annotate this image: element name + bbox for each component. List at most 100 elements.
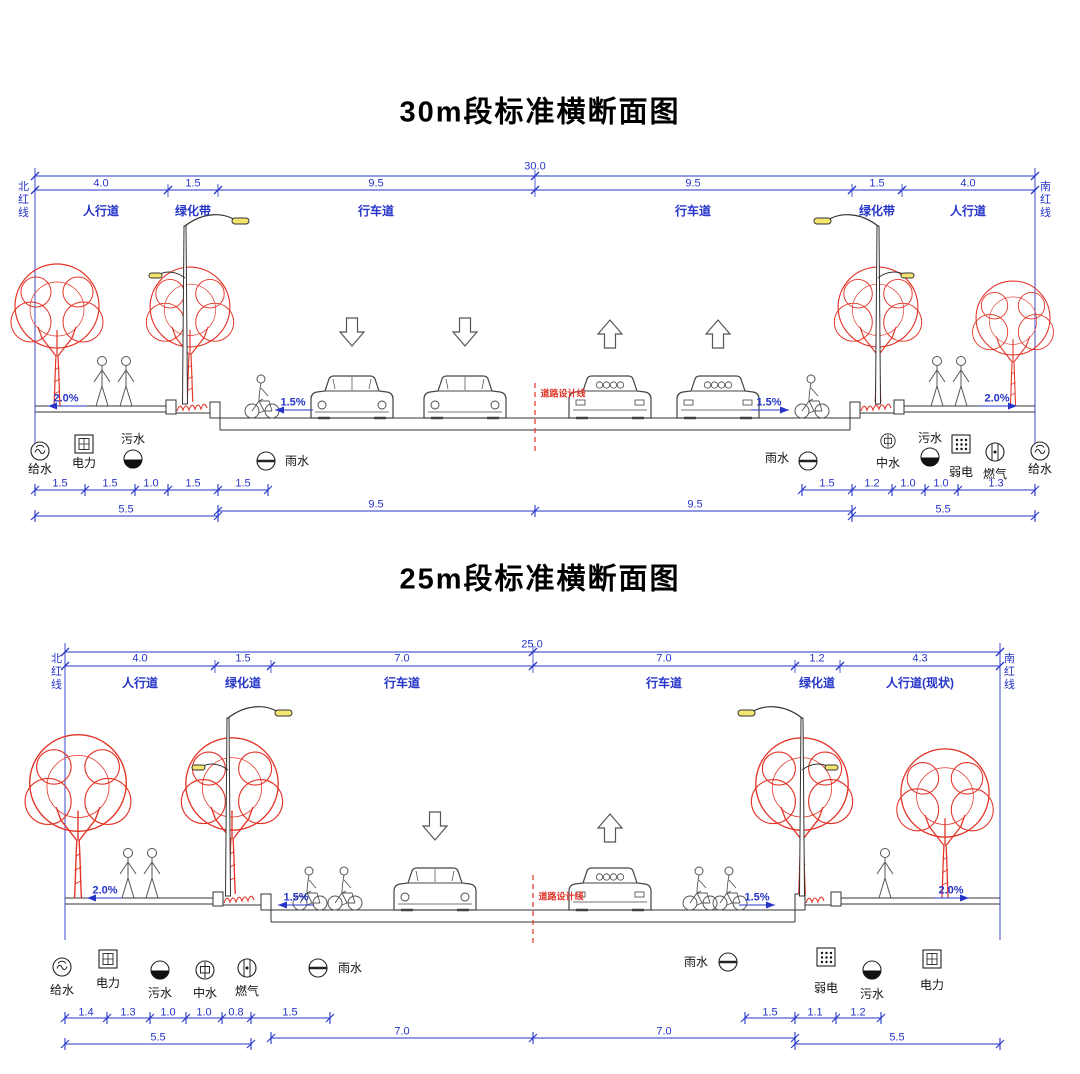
trees-25	[24, 734, 994, 899]
curb-stone	[830, 891, 842, 907]
segment-dim: 9.5	[368, 177, 384, 190]
sum-dim: 5.5	[118, 503, 134, 516]
section-title-25m: 25m段标准横断面图	[399, 563, 681, 596]
slope-label: 1.5%	[756, 396, 782, 409]
north-red-line-label: 北红线	[49, 652, 62, 692]
pedestrian-icon	[117, 356, 135, 407]
carriageway-dim: 7.0	[656, 1025, 672, 1038]
street-lamp-icon	[191, 706, 293, 897]
pedestrian-icon	[876, 848, 894, 899]
offset-dim: 1.0	[933, 477, 949, 490]
segment-dim: 7.0	[656, 652, 672, 665]
total-width-dim: 25.0	[521, 638, 543, 651]
figures-30	[93, 356, 970, 419]
gas-icon	[237, 958, 257, 978]
water-supply-icon	[1030, 441, 1050, 461]
planting-and-centerline-25	[24, 734, 994, 945]
sewage-icon	[862, 960, 882, 981]
sidewalk-left-25	[65, 897, 214, 905]
storm-water-icon	[797, 450, 819, 472]
offset-dim: 1.3	[988, 477, 1004, 490]
segment-dim: 1.2	[809, 652, 825, 665]
offset-dim: 1.5	[52, 477, 68, 490]
utility-label-water: 给水	[27, 462, 53, 476]
segment-label: 绿化道	[224, 676, 262, 690]
curb-stone	[260, 893, 272, 911]
offset-dim: 1.5	[102, 477, 118, 490]
offset-dim: 1.2	[850, 1006, 866, 1019]
offset-dim: 1.5	[819, 477, 835, 490]
cyclist-icon	[244, 374, 280, 419]
segment-dim: 1.5	[235, 652, 251, 665]
utility-label-weak-current: 弱电	[948, 465, 974, 479]
segment-dim: 4.0	[960, 177, 976, 190]
storm-water-icon	[307, 957, 329, 979]
segment-label: 人行道	[121, 676, 159, 690]
sewage-icon	[920, 447, 940, 468]
arrow-down-icon	[422, 811, 448, 841]
utility-label-weak-current: 弱电	[813, 981, 839, 995]
planting-and-centerline-30	[10, 263, 1055, 452]
water-supply-icon	[30, 441, 50, 461]
pedestrian-icon	[952, 356, 970, 407]
offset-dim: 1.3	[120, 1006, 136, 1019]
utility-label-sewage: 污水	[147, 986, 173, 1000]
shrubs-icon	[176, 403, 208, 412]
carriageway-dim: 7.0	[394, 1025, 410, 1038]
sum-dim: 5.5	[889, 1031, 905, 1044]
pedestrian-icon	[93, 356, 111, 407]
curb-stone	[212, 891, 224, 907]
shrubs-icon	[860, 403, 892, 412]
segment-label: 人行道	[949, 204, 987, 218]
offset-dim: 1.0	[160, 1006, 176, 1019]
storm-water-icon	[255, 450, 277, 472]
segment-label: 行车道	[383, 676, 421, 690]
slope-arrows-30	[48, 402, 1017, 414]
power-duct-icon	[922, 949, 942, 969]
car-icon	[422, 374, 508, 420]
design-line-label: 道路设计线	[538, 891, 584, 902]
pedestrian-icon	[119, 848, 137, 899]
tree-icon	[896, 748, 994, 899]
traffic-direction-arrows-30	[339, 317, 731, 349]
utility-label-reclaimed: 中水	[192, 986, 218, 1000]
segment-label: 人行道	[82, 204, 120, 218]
segment-label: 行车道	[645, 676, 683, 690]
segment-dim: 4.3	[912, 652, 928, 665]
curb-stone	[209, 401, 221, 419]
utility-label-power: 电力	[95, 976, 121, 990]
offset-dim: 1.0	[196, 1006, 212, 1019]
utility-label-power: 电力	[919, 978, 945, 992]
utility-label-gas: 燃气	[234, 984, 260, 998]
carriageway-dim: 9.5	[368, 498, 384, 511]
shrubs-icon	[805, 896, 825, 904]
tree-icon	[180, 737, 284, 895]
arrow-up-icon	[597, 813, 623, 843]
arrow-up-icon	[705, 319, 731, 349]
gas-icon	[985, 442, 1005, 462]
sewage-icon	[150, 960, 170, 981]
tree-icon	[10, 263, 104, 407]
tree-icon	[145, 266, 235, 403]
water-supply-icon	[52, 957, 72, 977]
slope-label: 1.5%	[280, 396, 306, 409]
utility-label-sewage: 污水	[917, 431, 943, 445]
slope-arrows-25	[87, 894, 969, 909]
cyclist-icon	[712, 866, 748, 911]
utility-label-water: 给水	[49, 983, 75, 997]
offset-dim: 1.5	[282, 1006, 298, 1019]
segment-label: 绿化道	[798, 676, 836, 690]
curb-stone	[165, 399, 177, 415]
pedestrian-icon	[143, 848, 161, 899]
cyclist-icon	[794, 374, 830, 419]
utility-label-storm: 雨水	[683, 955, 709, 969]
vehicles-25	[392, 866, 653, 912]
traffic-direction-arrows-25	[422, 811, 623, 843]
power-duct-icon	[74, 434, 94, 454]
offset-dim: 1.1	[807, 1006, 823, 1019]
slope-label: 2.0%	[92, 884, 118, 897]
carriageway-dim: 9.5	[687, 498, 703, 511]
slope-label: 2.0%	[984, 392, 1010, 405]
